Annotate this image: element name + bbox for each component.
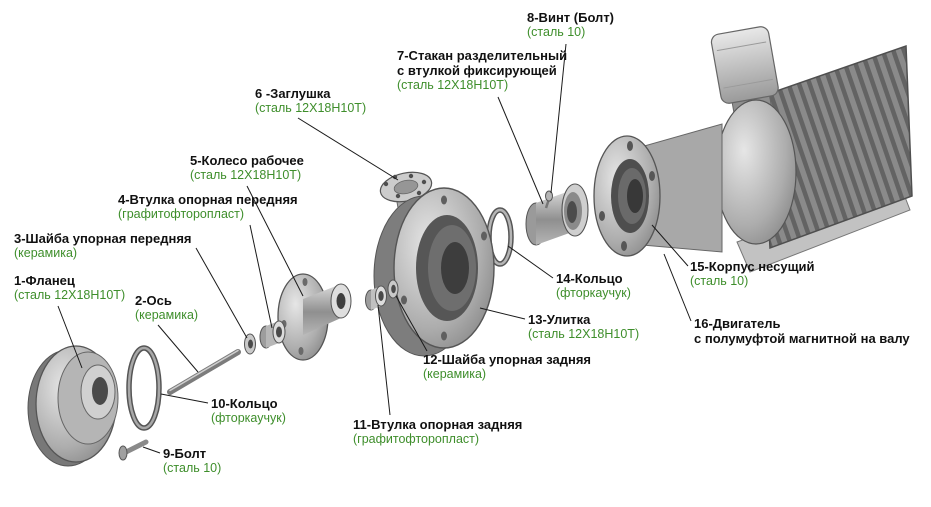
part-title: 12-Шайба упорная задняя [423,352,591,367]
leader-line-15 [651,224,689,267]
part-title: 3-Шайба упорная передняя [14,231,192,246]
part-label-15: 15-Корпус несущий (сталь 10) [690,259,815,289]
part-material: (сталь 10) [527,25,586,39]
part-title: 10-Кольцо [211,396,278,411]
volute-part [373,171,495,357]
part-material: (сталь 12Х18Н10Т) [528,327,640,341]
part-material: (керамика) [135,308,199,322]
motor-part [710,26,913,273]
part-label-12: 12-Шайба упорная задняя (керамика) [423,352,591,382]
leader-line-10 [160,393,209,404]
leader-line-9 [142,446,161,454]
leader-lines [57,43,692,454]
part-label-5: 5-Колесо рабочее (сталь 12Х18Н10Т) [190,153,304,183]
part-material: (графитофторопласт) [353,432,480,446]
part-label-6: 6 -Заглушка (сталь 12Х18Н10Т) [255,86,366,116]
flange-part [27,345,119,467]
leader-line-12 [395,295,428,352]
part-title: 2-Ось [135,293,172,308]
part-material: (керамика) [423,367,487,381]
separation-cup-part [525,183,589,246]
leader-line-5 [246,185,304,297]
bearing-housing-part [593,123,723,257]
part-label-10: 10-Кольцо (фторкаучук) [211,396,286,426]
part-material: (сталь 12Х18Н10Т) [255,101,367,115]
part-title: 4-Втулка опорная передняя [118,192,298,207]
part-title: 6 -Заглушка [255,86,331,101]
front-bushing-part [259,320,286,349]
part-material: (сталь 10) [163,461,222,475]
part-label-13: 13-Улитка (сталь 12Х18Н10Т) [528,312,639,342]
axle-part [167,349,241,395]
o-ring-10-part [126,345,162,431]
leader-line-8 [550,43,567,194]
part-title: 15-Корпус несущий [690,259,815,274]
part-title: 16-Двигатель с полумуфтой магнитной на в… [694,316,910,346]
leader-line-16 [663,253,692,322]
leader-line-3 [195,247,248,339]
part-title: 9-Болт [163,446,207,461]
screw-part [544,190,553,209]
leader-line-1 [57,305,83,369]
part-label-11: 11-Втулка опорная задняя (графитофторопл… [353,417,522,447]
part-label-9: 9-Болт (сталь 10) [163,446,221,476]
part-material: (керамика) [14,246,78,260]
part-material: (сталь 12Х18Н10Т) [397,78,509,92]
leader-line-7 [497,96,544,205]
part-label-1: 1-Фланец (сталь 12Х18Н10Т) [14,273,125,303]
part-label-8: 8-Винт (Болт) (сталь 10) [527,10,614,40]
part-material: (фторкаучук) [211,411,286,425]
front-washer-part [244,333,256,355]
part-title: 7-Стакан разделительный с втулкой фиксир… [397,48,568,78]
motor-junction-box [710,26,779,118]
part-material: (сталь 12Х18Н10Т) [14,288,126,302]
part-label-14: 14-Кольцо (фторкаучук) [556,271,631,301]
leader-line-13 [479,307,526,320]
impeller-part [277,273,352,361]
leader-line-11 [377,304,391,416]
part-material: (сталь 12Х18Н10Т) [190,168,302,182]
part-title: 1-Фланец [14,273,75,288]
part-label-2: 2-Ось (керамика) [135,293,198,323]
part-material: (сталь 10) [690,274,749,288]
bolt-part [118,439,149,461]
part-material: (графитофторопласт) [118,207,245,221]
leader-line-6 [297,117,399,181]
part-title: 5-Колесо рабочее [190,153,304,168]
leader-line-2 [157,324,199,373]
leader-line-4 [249,224,273,329]
part-title: 14-Кольцо [556,271,623,286]
part-title: 11-Втулка опорная задняя [353,417,523,432]
rear-washer-part [387,279,399,299]
rear-bushing-part [365,285,387,311]
part-label-4: 4-Втулка опорная передняя (графитофтороп… [118,192,298,222]
part-title: 13-Улитка [528,312,591,327]
part-title: 8-Винт (Болт) [527,10,615,25]
part-label-7: 7-Стакан разделительный с втулкой фиксир… [397,48,567,93]
leader-line-14 [507,245,554,279]
part-label-16: 16-Двигатель с полумуфтой магнитной на в… [694,316,910,346]
part-label-3: 3-Шайба упорная передняя (керамика) [14,231,192,261]
part-material: (фторкаучук) [556,286,631,300]
